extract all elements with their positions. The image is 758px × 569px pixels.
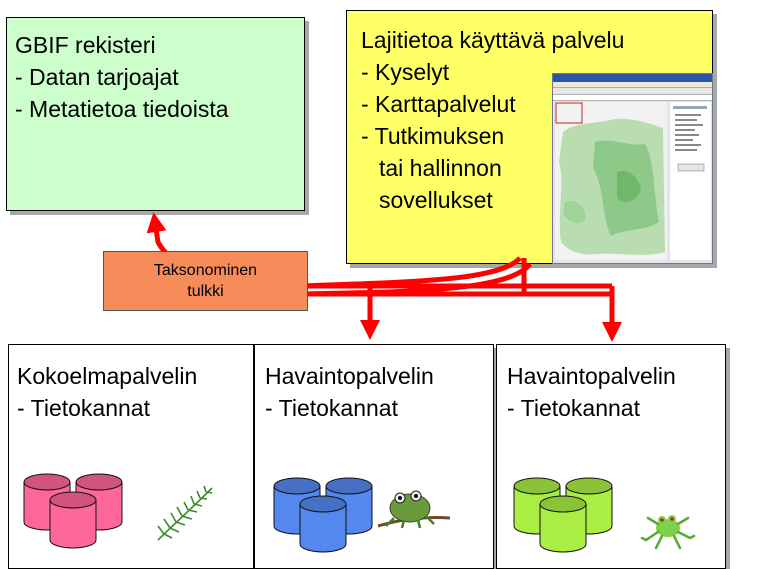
screenshot-layer-panel: [670, 102, 711, 260]
database-cylinder-icon: [49, 491, 97, 549]
collection-server-box: Kokoelmapalvelin - Tietokannat: [8, 344, 254, 569]
taksonominen-line-2: tulkki: [187, 283, 224, 300]
map-service-screenshot: [552, 73, 713, 264]
screenshot-window-titlebar: [553, 74, 712, 82]
database-icon-group-1: [22, 466, 128, 558]
screenshot-map-area: [555, 102, 667, 260]
lajitieto-line-administration: tai hallinnon: [379, 155, 502, 181]
screenshot-menubar: [553, 82, 712, 88]
lajitieto-line-map-services: - Karttapalvelut: [361, 91, 516, 117]
database-icon-group-3: [512, 470, 618, 562]
fern-icon: [154, 482, 218, 549]
server-3-title: Havaintopalvelin: [507, 363, 676, 389]
screenshot-address-bar: [553, 95, 712, 101]
map-image: [555, 102, 667, 260]
database-cylinder-icon: [299, 495, 347, 553]
frog-on-branch-icon: [377, 486, 451, 549]
server-2-subtitle: - Tietokannat: [265, 395, 398, 421]
lajitieto-title: Lajitietoa käyttävä palvelu: [361, 27, 625, 53]
gbif-title: GBIF rekisteri: [15, 32, 156, 58]
gbif-line-data-providers: - Datan tarjoajat: [15, 64, 179, 90]
taksonominen-line-1: Taksonominen: [153, 262, 258, 279]
lajitieto-line-queries: - Kyselyt: [361, 59, 450, 85]
database-icon-group-2: [272, 470, 378, 562]
server-3-subtitle: - Tietokannat: [507, 395, 640, 421]
layer-list: [673, 106, 707, 172]
server-2-title: Havaintopalvelin: [265, 363, 434, 389]
gbif-register-box: GBIF rekisteri - Datan tarjoajat - Metat…: [6, 17, 305, 211]
gbif-line-metadata: - Metatietoa tiedoista: [15, 96, 229, 122]
screenshot-toolbar: [553, 88, 712, 95]
lajitieto-line-applications: sovellukset: [379, 187, 493, 213]
server-1-subtitle: - Tietokannat: [17, 395, 150, 421]
database-cylinder-icon: [539, 495, 587, 553]
lajitieto-line-research: - Tutkimuksen: [361, 123, 505, 149]
tree-frog-icon: [638, 504, 698, 559]
taxonomic-interpreter-box: Taksonominen tulkki: [103, 251, 308, 311]
server-1-title: Kokoelmapalvelin: [17, 363, 198, 389]
